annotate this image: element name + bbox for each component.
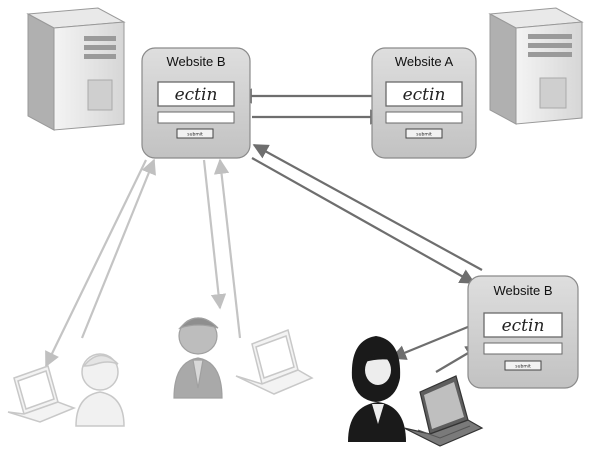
arrow-b-to-b-up <box>252 144 483 271</box>
logo-frame <box>483 312 563 338</box>
website-title: Website B <box>493 283 552 298</box>
person-faded-left-icon <box>75 353 125 427</box>
submit-button <box>504 360 542 371</box>
logo-text: ectin <box>502 316 545 336</box>
arrow-middle-laptop-to-site <box>213 158 242 339</box>
website-box-top-left: Website B ectin submit <box>141 47 251 159</box>
person-middle-icon <box>173 317 223 399</box>
arrow-b-to-b-down <box>251 157 476 284</box>
logo-text: ectin <box>403 85 446 105</box>
arrows <box>45 88 483 373</box>
logo-frame <box>385 81 463 107</box>
server-right-icon <box>488 7 584 125</box>
website-box-top-right: Website A ectin submit <box>371 47 477 159</box>
arrow-site-to-dark-person <box>390 320 481 360</box>
submit-button-label: submit <box>187 132 203 138</box>
submit-button <box>405 128 443 139</box>
server-left-icon <box>26 7 126 131</box>
website-title: Website A <box>395 54 454 69</box>
website-box-bottom-right: Website B ectin submit <box>467 275 579 389</box>
logo-text: ectin <box>175 85 218 105</box>
arrow-site-to-left-laptop <box>45 159 147 368</box>
form-input <box>483 342 563 355</box>
laptop-dark-icon <box>403 375 484 447</box>
submit-button <box>176 128 214 139</box>
laptop-faded-left-icon <box>7 365 77 423</box>
form-input <box>385 111 463 124</box>
laptop-faded-middle-icon <box>235 328 314 395</box>
submit-button-label: submit <box>515 364 531 370</box>
arrow-site-to-middle-person <box>202 159 227 310</box>
person-dark-icon <box>348 336 406 442</box>
arrow-left-user-to-site <box>80 158 156 339</box>
logo-frame <box>157 81 235 107</box>
form-input <box>157 111 235 124</box>
submit-button-label: submit <box>416 132 432 138</box>
website-title: Website B <box>166 54 225 69</box>
